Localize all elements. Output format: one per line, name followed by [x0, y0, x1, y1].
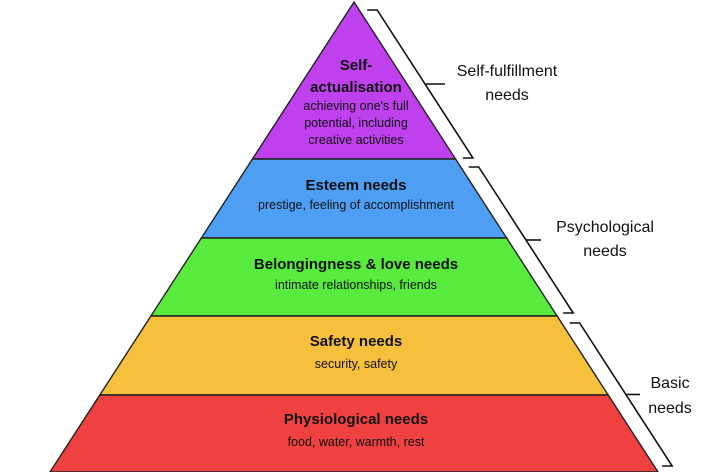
group-label-psychological: Psychological — [556, 219, 654, 236]
layer-title-belongingness: Belongingness & love needs — [254, 256, 458, 273]
bracket-psychological — [468, 166, 575, 314]
layer-description-self-actualisation: achieving one's full — [303, 99, 408, 113]
layer-title-self-actualisation: Self- — [340, 57, 373, 74]
layer-description-safety: security, safety — [315, 357, 398, 371]
layer-description-physiological: food, water, warmth, rest — [288, 435, 425, 449]
pyramid-layer-belongingness — [149, 237, 559, 317]
group-label-basic: needs — [648, 400, 692, 417]
layer-title-self-actualisation: actualisation — [310, 79, 402, 96]
layer-description-self-actualisation: creative activities — [308, 133, 403, 147]
layer-title-safety: Safety needs — [310, 333, 403, 350]
group-label-self-fulfillment: needs — [485, 87, 529, 104]
bracket-self-fulfillment — [367, 9, 475, 159]
pyramid-layer-safety — [98, 315, 610, 396]
layer-title-physiological: Physiological needs — [284, 411, 428, 428]
layer-title-esteem: Esteem needs — [306, 177, 407, 194]
group-label-psychological: needs — [583, 243, 627, 260]
pyramid-layer-physiological — [49, 394, 659, 472]
group-label-basic: Basic — [650, 375, 689, 392]
layer-description-esteem: prestige, feeling of accomplishment — [258, 198, 454, 212]
layer-description-belongingness: intimate relationships, friends — [275, 278, 437, 292]
layer-description-self-actualisation: potential, including — [304, 116, 408, 130]
group-label-self-fulfillment: Self-fulfillment — [457, 63, 558, 80]
